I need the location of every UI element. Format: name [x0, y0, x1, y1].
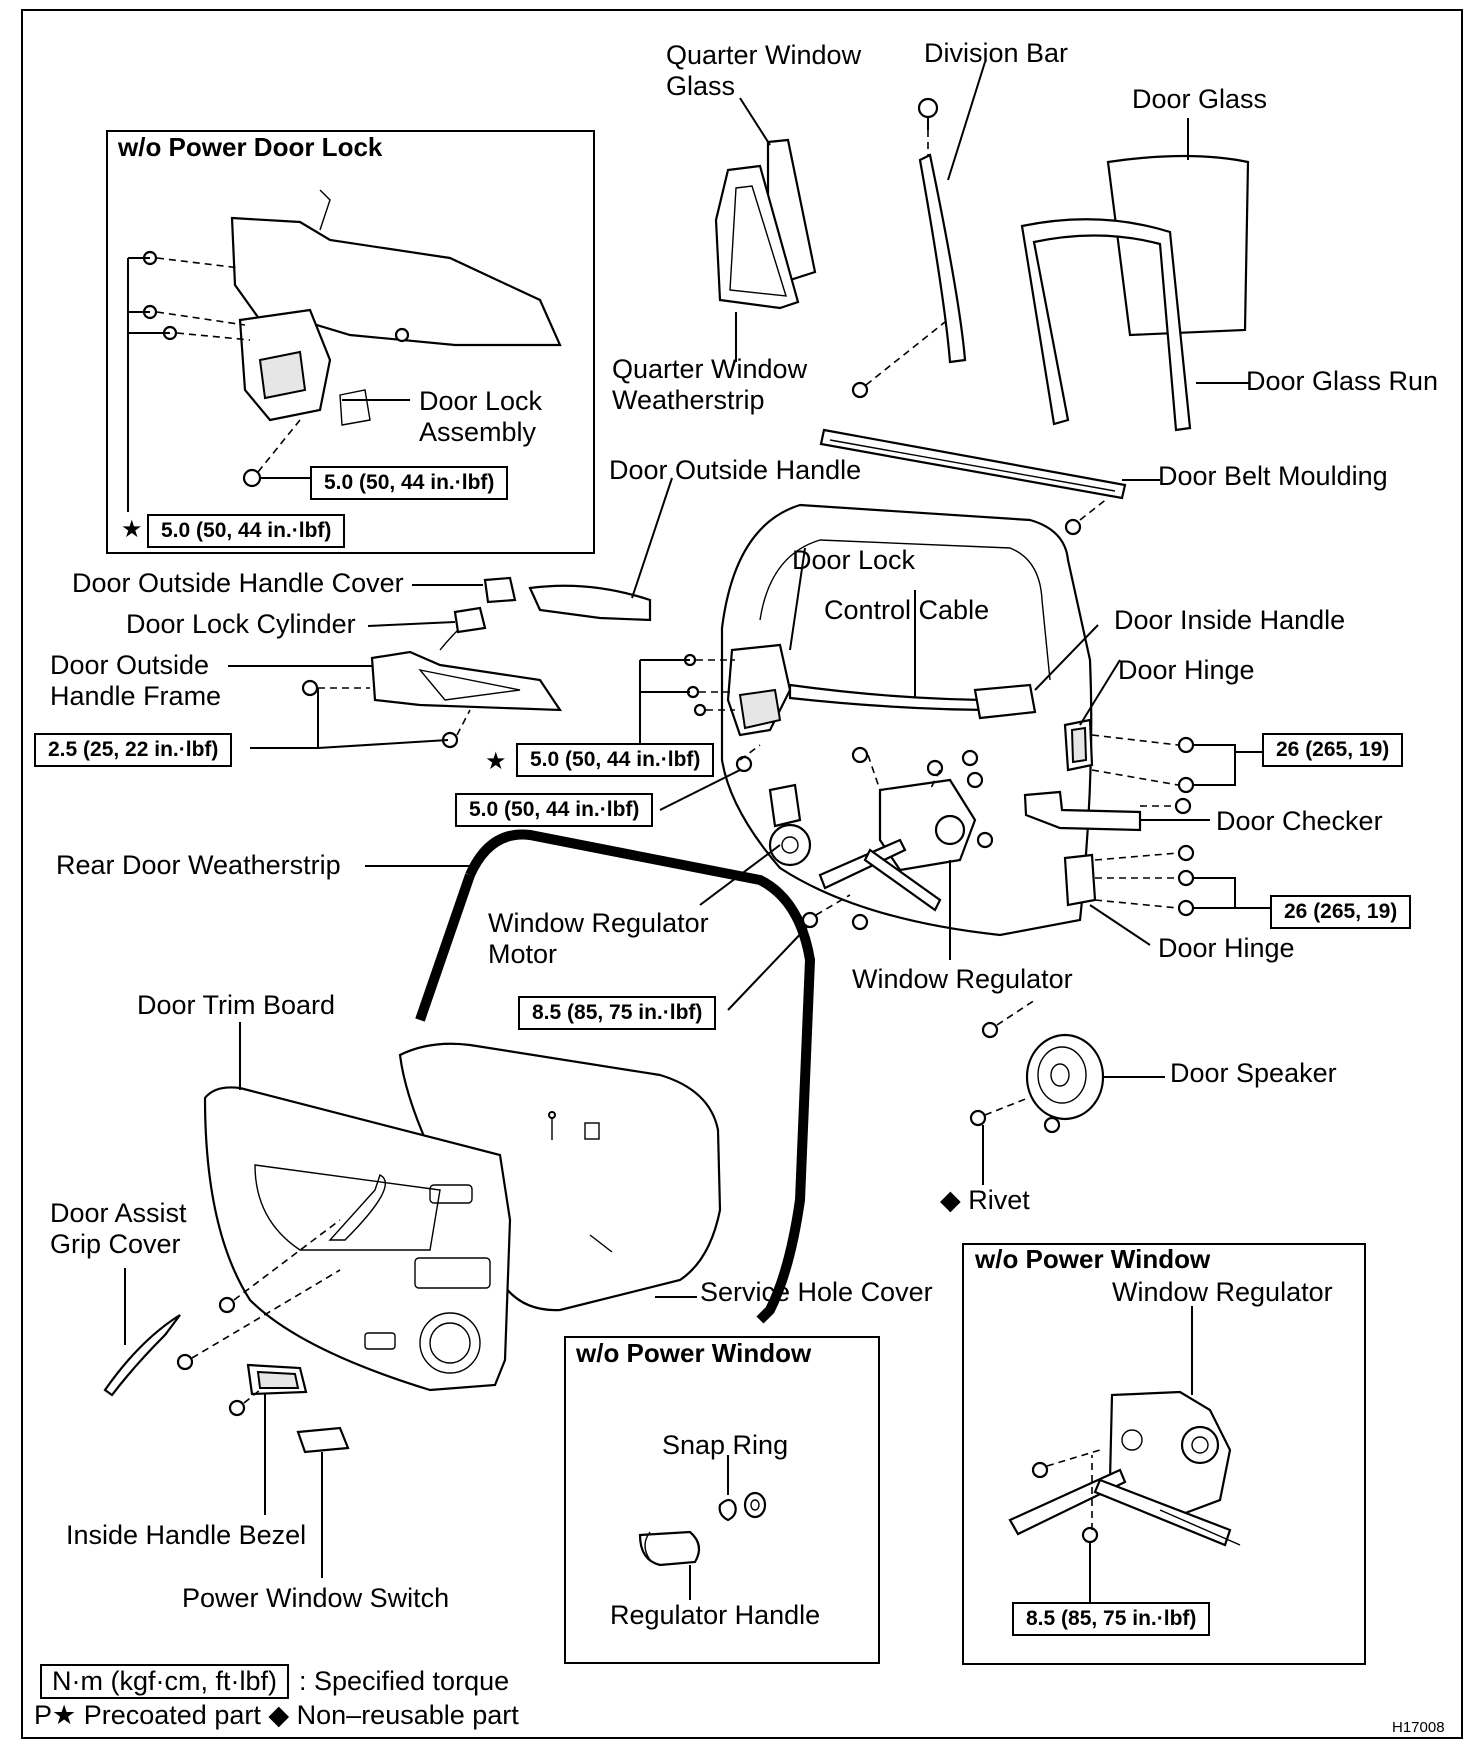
inset-power-window-right-title: w/o Power Window — [975, 1244, 1211, 1274]
label-door-outside-handle-cover: Door Outside Handle Cover — [72, 568, 404, 598]
label-rivet: ◆ Rivet — [940, 1185, 1030, 1216]
label-door-outside-handle-frame: Door Outside Handle Frame — [50, 650, 222, 711]
label-snap-ring: Snap Ring — [662, 1430, 789, 1460]
label-door-belt-moulding: Door Belt Moulding — [1158, 461, 1388, 491]
label-service-hole-cover: Service Hole Cover — [700, 1277, 933, 1307]
figure-code: H17008 — [1392, 1719, 1445, 1736]
inset-regulator-handle-drawing — [638, 1530, 701, 1567]
torque-regulator-inset: 8.5 (85, 75 in.·lbf) — [1012, 1602, 1211, 1636]
label-regulator-handle: Regulator Handle — [610, 1600, 821, 1630]
label-door-lock-cylinder: Door Lock Cylinder — [126, 609, 356, 639]
door-assist-grip-cover-drawing — [103, 1314, 181, 1397]
door-outside-handle-frame-drawing — [370, 650, 563, 712]
door-belt-moulding-drawing — [819, 428, 1127, 500]
label-rivet-text: Rivet — [968, 1185, 1030, 1215]
precoated-star-icon: ★ — [121, 516, 143, 543]
label-inside-handle-bezel: Inside Handle Bezel — [66, 1520, 307, 1550]
label-window-regulator-inset: Window Regulator — [1112, 1277, 1333, 1307]
label-door-hinge-bottom: Door Hinge — [1158, 933, 1295, 963]
door-hinge-bottom-drawing — [1063, 853, 1097, 907]
label-quarter-window-glass: Quarter Window Glass — [666, 40, 862, 101]
legend-non-reusable: Non–reusable part — [296, 1700, 519, 1730]
label-quarter-window-weatherstrip: Quarter Window Weatherstrip — [612, 354, 808, 415]
label-door-checker: Door Checker — [1216, 806, 1383, 836]
torque-handle-frame: 2.5 (25, 22 in.·lbf) — [34, 733, 233, 767]
label-division-bar: Division Bar — [924, 38, 1069, 68]
torque-hinge-bottom: 26 (265, 19) — [1270, 895, 1412, 929]
legend-torque: N·m (kgf·cm, ft·lbf) : Specified torque — [40, 1664, 509, 1699]
label-door-hinge-top: Door Hinge — [1118, 655, 1255, 685]
legend-unit-box: N·m (kgf·cm, ft·lbf) — [40, 1664, 289, 1699]
label-door-lock: Door Lock — [792, 545, 916, 575]
torque-door-lock: 5.0 (50, 44 in.·lbf) — [455, 793, 654, 827]
inset-power-window-middle-frame — [564, 1336, 880, 1664]
label-control-cable: Control Cable — [824, 595, 990, 625]
power-window-switch-drawing — [296, 1426, 350, 1454]
legend-precoated: Precoated part — [83, 1700, 261, 1730]
window-regulator-motor-drawing — [768, 783, 812, 867]
door-glass-drawing — [1106, 154, 1250, 337]
precoated-star-icon-2: ★ — [485, 748, 507, 775]
label-power-window-switch: Power Window Switch — [182, 1583, 450, 1613]
door-checker-drawing — [1023, 790, 1142, 832]
inset-power-door-lock-frame — [106, 130, 595, 554]
inset-snap-ring-drawing — [718, 1491, 767, 1522]
rear-door-weatherstrip-drawing — [415, 829, 816, 1324]
label-door-glass: Door Glass — [1132, 84, 1268, 114]
window-regulator-drawing — [818, 778, 977, 912]
inset-power-window-middle-title: w/o Power Window — [576, 1338, 812, 1368]
door-outside-handle-drawing — [528, 584, 652, 622]
precoated-icon: P★ — [34, 1700, 77, 1730]
label-window-regulator-motor: Window Regulator Motor — [488, 908, 709, 969]
legend-parts: P★ Precoated part ◆ Non–reusable part — [34, 1700, 519, 1731]
door-inside-handle-drawing — [973, 683, 1037, 720]
non-reusable-icon: ◆ — [268, 1700, 290, 1730]
inset-window-regulator-drawing — [1008, 1390, 1241, 1547]
door-lock-drawing — [726, 643, 792, 737]
inset-power-door-lock-title: w/o Power Door Lock — [118, 132, 383, 162]
division-bar-drawing — [917, 97, 967, 364]
torque-lock-assembly: 5.0 (50, 44 in.·lbf) — [310, 466, 509, 500]
label-door-lock-assembly: Door Lock Assembly — [419, 386, 543, 447]
inset-door-lock-drawing — [230, 189, 562, 426]
non-reusable-diamond-icon: ◆ — [940, 1185, 961, 1215]
label-door-assist-grip-cover: Door Assist Grip Cover — [50, 1198, 187, 1259]
page-border — [21, 9, 1463, 1739]
door-hinge-top-drawing — [1063, 718, 1094, 772]
door-speaker-drawing — [1025, 1033, 1105, 1121]
door-trim-board-drawing — [203, 1086, 512, 1392]
torque-hinge-top: 26 (265, 19) — [1262, 733, 1404, 767]
label-window-regulator: Window Regulator — [852, 964, 1073, 994]
door-outside-handle-cover-drawing — [483, 576, 517, 604]
door-lock-cylinder-drawing — [439, 606, 487, 651]
label-door-glass-run: Door Glass Run — [1246, 366, 1439, 396]
label-door-trim-board: Door Trim Board — [137, 990, 336, 1020]
label-door-outside-handle: Door Outside Handle — [609, 455, 862, 485]
torque-regulator: 8.5 (85, 75 in.·lbf) — [518, 996, 717, 1030]
torque-lock-assembly-star: 5.0 (50, 44 in.·lbf) — [147, 514, 346, 548]
label-door-inside-handle: Door Inside Handle — [1114, 605, 1346, 635]
legend-unit-desc: : Specified torque — [298, 1666, 510, 1696]
quarter-window-weatherstrip-drawing — [714, 164, 800, 310]
door-panel-drawing — [720, 503, 1093, 937]
inset-power-window-right-frame — [962, 1243, 1366, 1665]
label-rear-door-weatherstrip: Rear Door Weatherstrip — [56, 850, 341, 880]
torque-door-lock-star: 5.0 (50, 44 in.·lbf) — [516, 743, 715, 777]
label-door-speaker: Door Speaker — [1170, 1058, 1337, 1088]
door-glass-run-drawing — [1020, 218, 1192, 432]
inside-handle-bezel-drawing — [246, 1363, 308, 1396]
